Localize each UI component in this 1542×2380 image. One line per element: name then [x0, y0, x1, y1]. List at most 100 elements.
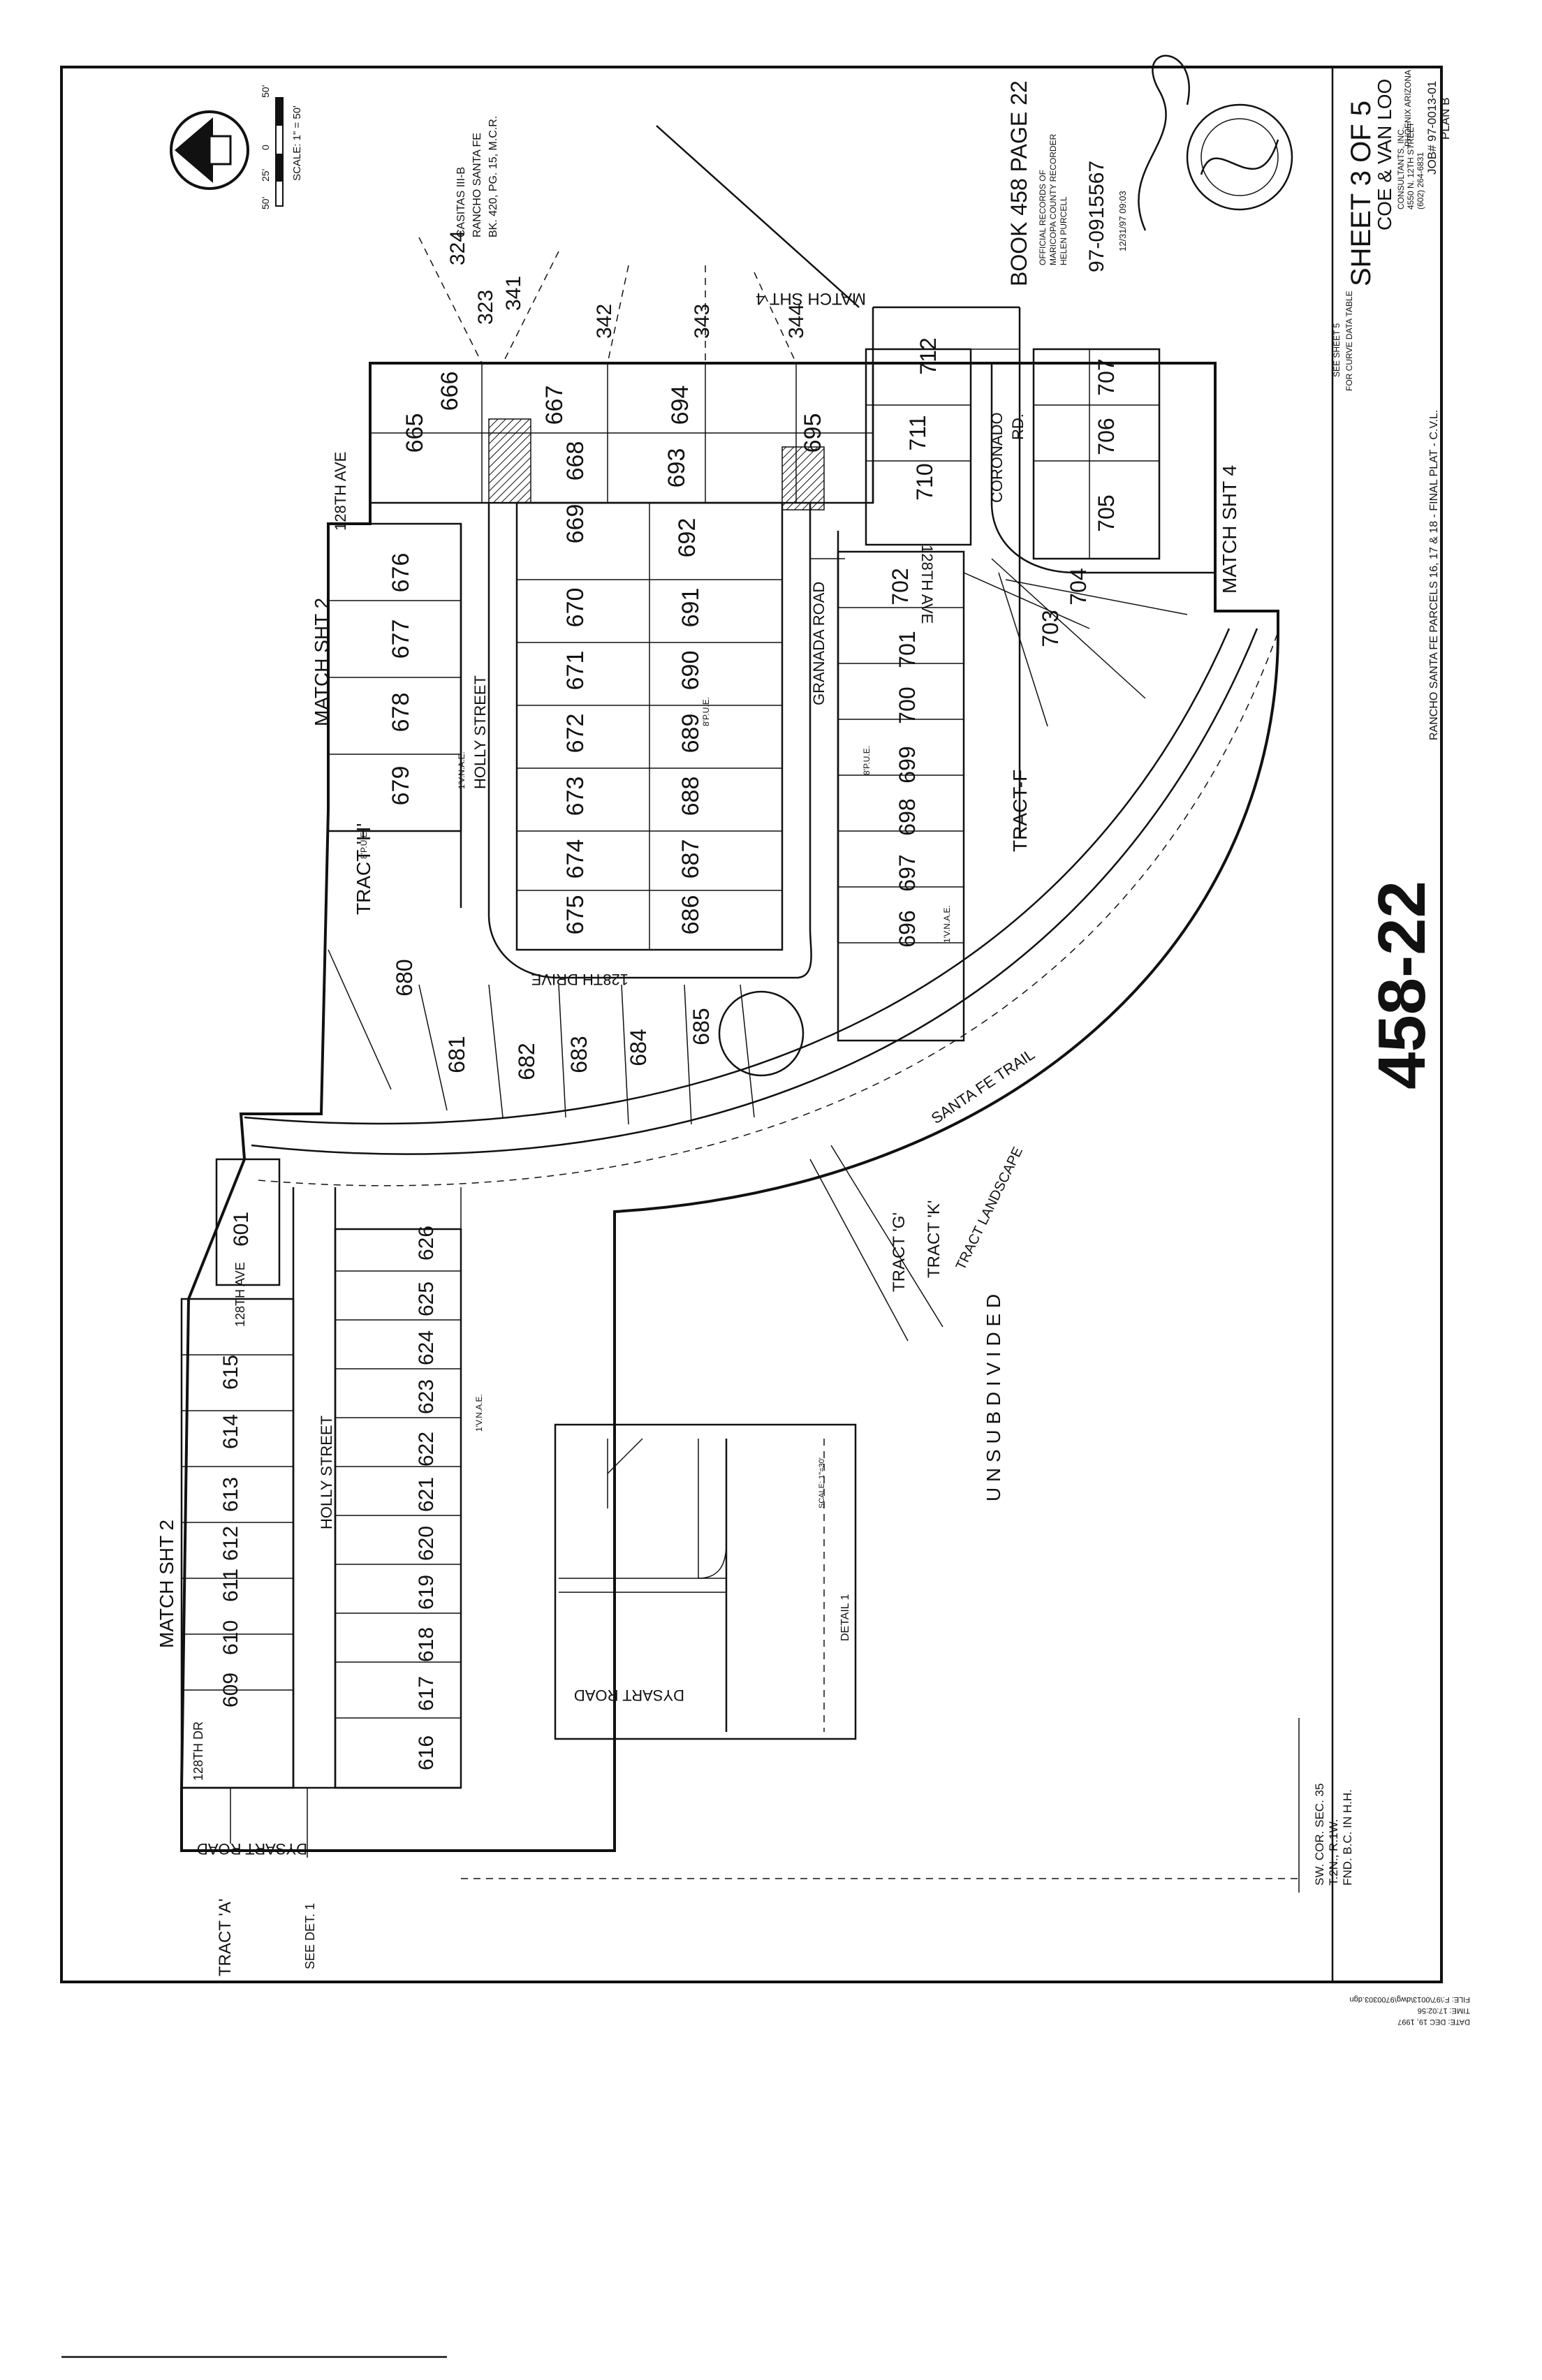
lot-number: 699	[895, 746, 920, 783]
svg-text:FOR CURVE DATA TABLE: FOR CURVE DATA TABLE	[1344, 291, 1354, 391]
lot-number: 704	[1066, 568, 1091, 605]
lot-number: 323	[474, 290, 497, 325]
svg-text:PHOENIX ARIZONA: PHOENIX ARIZONA	[1403, 70, 1413, 147]
lot-number: 686	[677, 895, 704, 935]
match-sheet-2-upper: MATCH SHT 2	[311, 598, 332, 726]
lot-number: 688	[677, 777, 704, 816]
scale-tick-3: 50'	[260, 85, 271, 98]
lot-number: 625	[415, 1281, 438, 1316]
tract-k-label: TRACT 'K'	[925, 1200, 943, 1278]
match-sheet-4-right: MATCH SHT 4	[1219, 465, 1240, 594]
vnae-label: 1'V.N.A.E.	[474, 1394, 484, 1432]
recording-block: BOOK 458 PAGE 22 OFFICIAL RECORDS OF MAR…	[1006, 80, 1128, 286]
lot-number: 690	[677, 651, 704, 691]
lot-number: 679	[388, 766, 414, 806]
lot-number: 673	[562, 777, 589, 816]
pue-label: 8'P.U.E.	[359, 830, 369, 859]
svg-text:BK. 420, PG. 15, M.C.R.: BK. 420, PG. 15, M.C.R.	[487, 116, 499, 237]
tract-a-label: TRACT 'A'	[216, 1899, 235, 1976]
128th-ave-lower-label: 128TH AVE	[233, 1262, 247, 1327]
svg-text:FND. B.C. IN H.H.: FND. B.C. IN H.H.	[1341, 1789, 1354, 1886]
lot-number: 680	[392, 959, 417, 996]
lot-number: 623	[415, 1379, 438, 1414]
title-block-frame	[1331, 66, 1443, 1983]
scale-tick-2: 0	[260, 145, 271, 150]
svg-text:HELEN PURCELL: HELEN PURCELL	[1059, 196, 1069, 265]
lot-number: 681	[444, 1036, 469, 1073]
lot-number: 624	[415, 1330, 438, 1365]
lot-number: 712	[916, 337, 941, 374]
svg-text:SEE SHEET 5: SEE SHEET 5	[1332, 323, 1342, 377]
lot-number: 609	[219, 1673, 242, 1707]
lot-number: 626	[415, 1226, 438, 1261]
pue-label: 8'P.U.E.	[701, 697, 711, 726]
scale-tick-0: 50'	[260, 197, 271, 210]
dysart-detail-label: DYSART ROAD	[574, 1687, 684, 1704]
lot-number: 615	[219, 1355, 242, 1390]
subdivision-boundary	[180, 362, 1279, 1852]
job-number: JOB# 97-0013-01	[1425, 81, 1439, 175]
lot-number: 692	[674, 518, 700, 558]
svg-text:BOOK 458 PAGE 22: BOOK 458 PAGE 22	[1006, 80, 1031, 286]
svg-text:OFFICIAL RECORDS OF: OFFICIAL RECORDS OF	[1038, 170, 1048, 265]
lot-number: 342	[593, 304, 616, 339]
lot-number: 672	[562, 714, 589, 754]
svg-text:SW. COR. SEC. 35: SW. COR. SEC. 35	[1313, 1784, 1326, 1886]
lot-number: 617	[415, 1676, 438, 1711]
lot-number: 622	[415, 1432, 438, 1467]
tract-h-label: TRACT 'H'	[353, 823, 374, 915]
lot-number: 677	[388, 619, 414, 659]
lot-number: 707	[1094, 358, 1119, 395]
footer-title: RANCHO SANTA FE PARCELS 16, 17 & 18 - FI…	[1428, 410, 1440, 740]
svg-text:MARICOPA COUNTY RECORDER: MARICOPA COUNTY RECORDER	[1048, 133, 1058, 265]
lot-number: 668	[562, 441, 589, 481]
scale-label: SCALE: 1" = 50'	[291, 105, 303, 181]
lot-number: 683	[566, 1036, 592, 1073]
lot-number: 601	[230, 1212, 253, 1247]
lot-number: 701	[895, 631, 920, 668]
lot-number: 611	[219, 1569, 242, 1602]
svg-text:DATE: DEC 19, 1997: DATE: DEC 19, 1997	[1397, 2018, 1470, 2026]
lot-number: 614	[219, 1414, 242, 1449]
lot-number: 667	[541, 385, 568, 425]
svg-text:T.2N., R.1W.: T.2N., R.1W.	[1327, 1819, 1340, 1886]
santa-fe-trail-row	[244, 628, 1231, 1125]
lot-number: 341	[502, 276, 525, 311]
svg-text:CASITAS III-B: CASITAS III-B	[455, 167, 467, 237]
pue-label: 8'P.U.E.	[862, 746, 872, 775]
svg-text:PLAN B: PLAN B	[1439, 98, 1452, 140]
vnae-label: 1'V.N.A.E.	[942, 905, 952, 943]
128th-dr-lower-label: 128TH DR	[191, 1721, 205, 1781]
lot-number: 613	[219, 1477, 242, 1512]
128th-drive-label: 128TH DRIVE	[531, 971, 629, 988]
scale-bar	[275, 97, 284, 207]
lot-number: 620	[415, 1526, 438, 1561]
lot-number: 674	[562, 839, 589, 879]
lot-number: 670	[562, 588, 589, 628]
svg-text:RANCHO SANTA FE: RANCHO SANTA FE	[471, 133, 483, 237]
unsubdivided-label: U N S U B D I V I D E D	[983, 1294, 1004, 1501]
svg-text:CONSULTANTS, INC.: CONSULTANTS, INC.	[1396, 127, 1406, 210]
dysart-road-label: DYSART ROAD	[197, 1840, 307, 1858]
firm-name: COE & VAN LOO	[1374, 79, 1395, 230]
vnae-label: 1'V.N.A.E.	[457, 751, 467, 789]
svg-text:(602) 264-6831: (602) 264-6831	[1416, 152, 1425, 210]
lot-number: 343	[691, 304, 714, 339]
lot-number: 612	[219, 1526, 242, 1561]
north-arrow-icon	[170, 110, 249, 190]
lot-number: 621	[415, 1477, 438, 1512]
detail-1-box	[554, 1423, 857, 1740]
lot-number: 694	[667, 385, 693, 425]
detail-1-title: DETAIL 1	[839, 1594, 851, 1641]
tract-f-label: TRACT-F	[1009, 770, 1031, 852]
detail-1-scale: SCALE: 1"=30'	[818, 1457, 826, 1508]
lot-number: 675	[562, 895, 589, 935]
lot-number: 687	[677, 839, 704, 879]
lot-number: 610	[219, 1620, 242, 1655]
lot-number: 710	[912, 463, 937, 500]
lot-number: 669	[562, 504, 589, 544]
lot-number: 697	[895, 854, 920, 891]
lot-number: 689	[677, 714, 704, 754]
lot-number: 619	[415, 1575, 438, 1610]
